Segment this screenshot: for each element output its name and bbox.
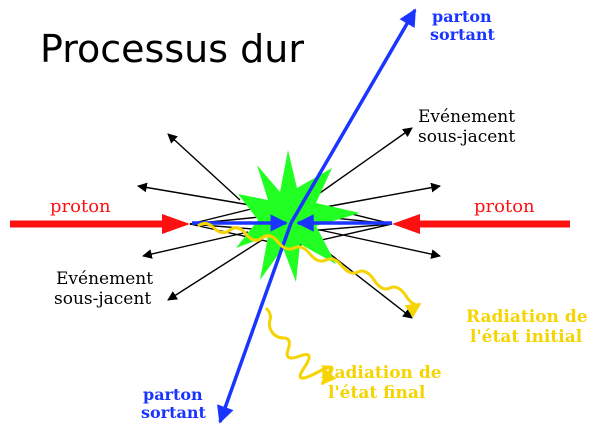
fsr-label-line2: l'état final bbox=[328, 383, 426, 403]
ue-arrow bbox=[167, 239, 263, 301]
isr-label-line1: Radiation de bbox=[466, 307, 588, 327]
proton-label-left: proton bbox=[50, 196, 111, 217]
ue-arrow bbox=[319, 182, 441, 209]
isr-label-line2: l'état initial bbox=[470, 327, 583, 347]
outgoing-parton-top bbox=[289, 8, 417, 224]
ue-arrow bbox=[319, 229, 441, 259]
parton-label-top-line2: sortant bbox=[430, 25, 496, 44]
parton-label-bottom-line1: parton bbox=[143, 385, 203, 404]
diagram-title: Processus dur bbox=[40, 27, 304, 71]
outgoing-partons bbox=[217, 8, 417, 424]
ue-arrow bbox=[142, 231, 249, 259]
proton-arrowhead-left bbox=[162, 214, 190, 234]
parton-label-top-line1: parton bbox=[432, 7, 492, 26]
initial-state-radiation bbox=[197, 221, 422, 318]
ue-label-bottom-line1: Evénement bbox=[56, 269, 153, 289]
proton-arrowhead-right bbox=[392, 214, 420, 234]
ue-label-top-line2: sous-jacent bbox=[418, 127, 515, 147]
ue-arrow bbox=[167, 133, 241, 201]
ue-label-bottom-line2: sous-jacent bbox=[54, 289, 151, 309]
parton-label-bottom-line2: sortant bbox=[141, 403, 207, 422]
ue-arrow bbox=[137, 182, 251, 206]
final-state-radiation bbox=[264, 306, 337, 386]
proton-beams bbox=[10, 214, 570, 234]
ue-arrow bbox=[309, 127, 413, 201]
outgoing-parton-bottom bbox=[217, 222, 293, 424]
proton-label-right: proton bbox=[474, 196, 535, 217]
fsr-label-line1: Radiation de bbox=[320, 363, 442, 383]
ue-label-top-line1: Evénement bbox=[418, 107, 515, 127]
